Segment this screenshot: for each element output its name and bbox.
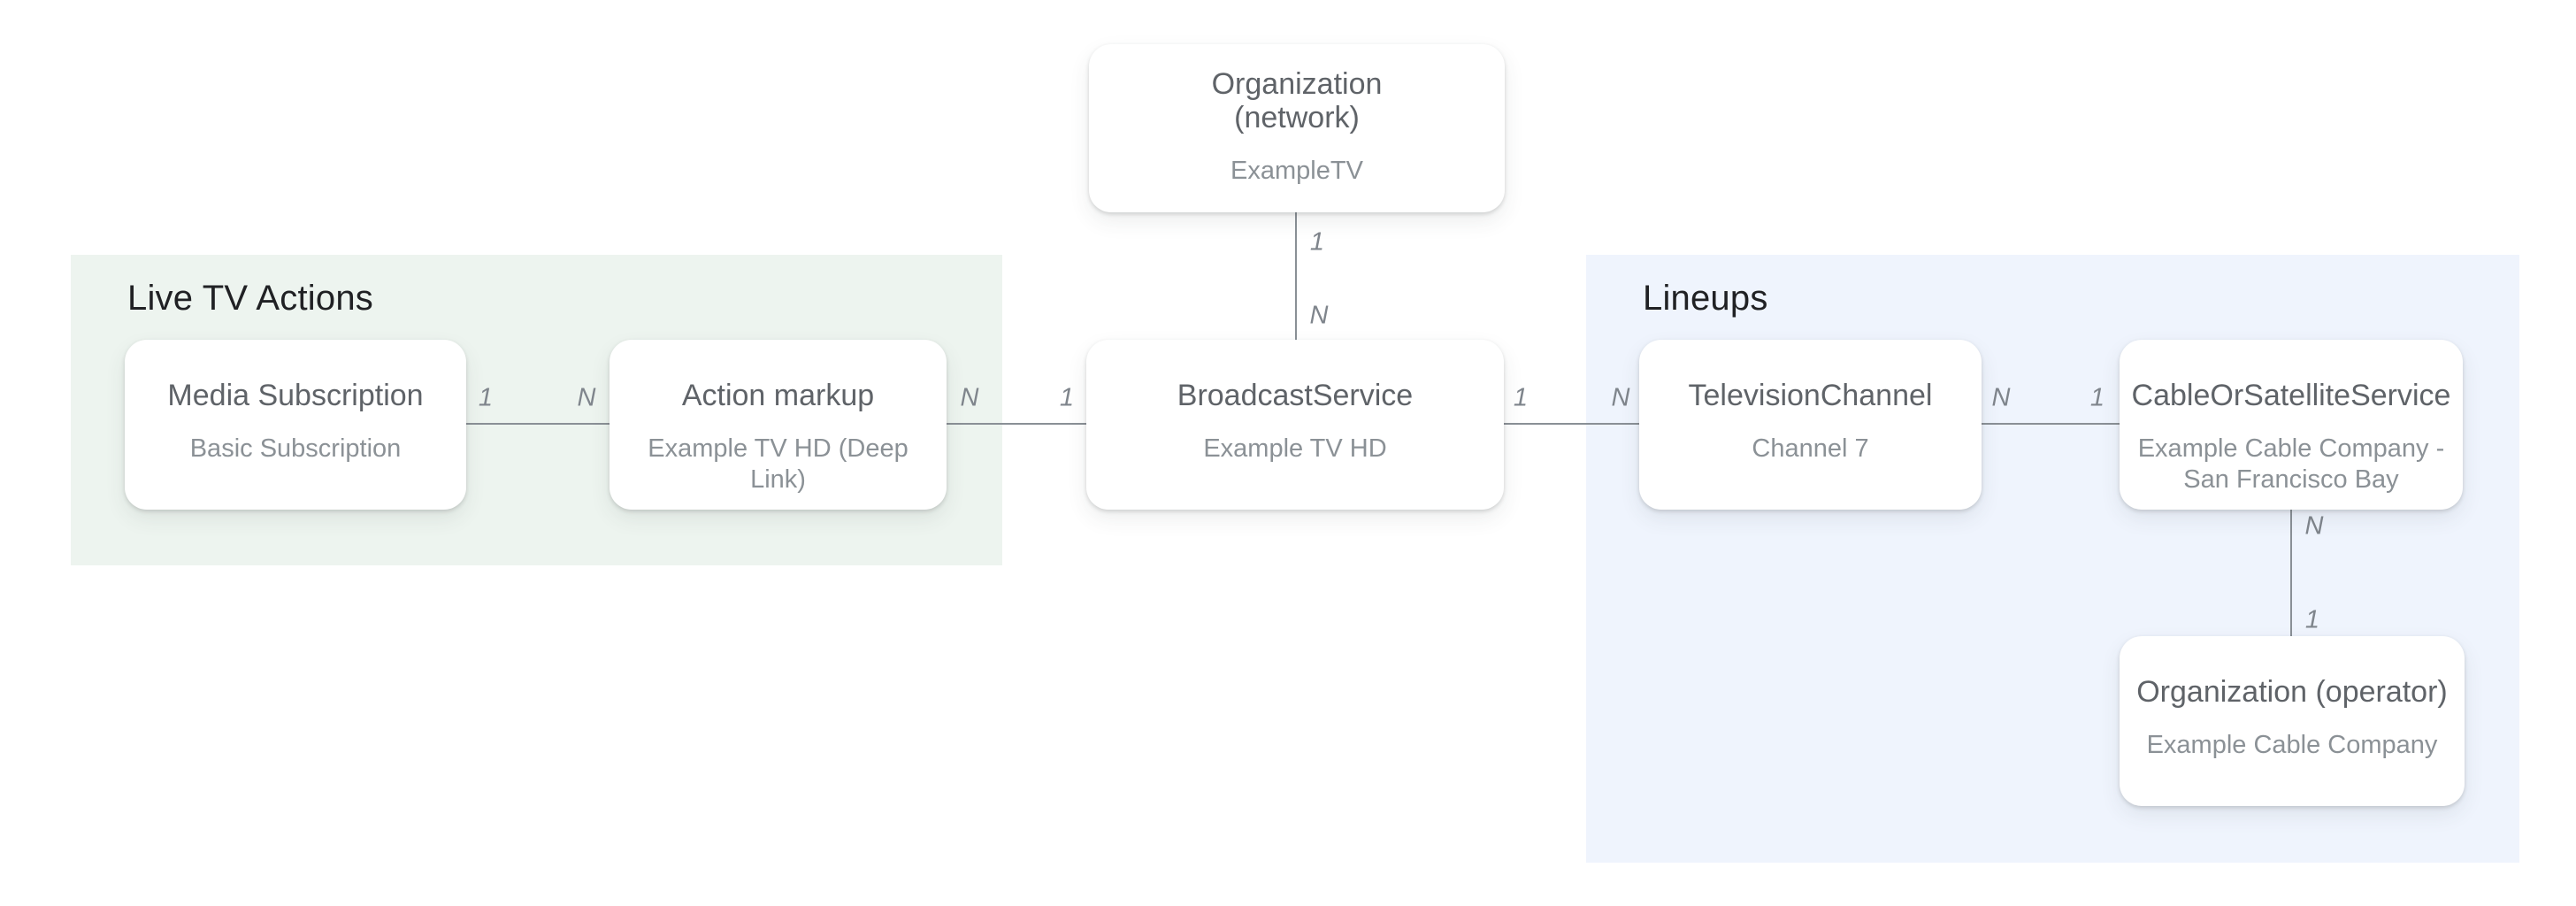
cardinality-label: 1: [478, 383, 494, 412]
connector-action-markup-to-broadcast-service: [947, 423, 1086, 425]
node-title: Action markup: [681, 379, 875, 412]
node-title: BroadcastService: [1177, 379, 1414, 412]
node-title: TelevisionChannel: [1688, 379, 1933, 412]
node-subtitle: Channel 7: [1752, 434, 1869, 463]
cardinality-label: 1: [2089, 383, 2105, 412]
node-subtitle: Example TV HD: [1203, 434, 1387, 463]
cardinality-label: 1: [1513, 383, 1529, 412]
node-title: Media Subscription: [167, 379, 424, 412]
cardinality-label: 1: [1309, 227, 1325, 257]
node-television-channel: TelevisionChannel Channel 7: [1639, 340, 1982, 510]
node-action-markup: Action markup Example TV HD (Deep Link): [610, 340, 947, 510]
connector-television-channel-to-cable-or-satellite-service: [1982, 423, 2120, 425]
cardinality-label: 1: [1059, 383, 1075, 412]
cardinality-label: N: [2304, 511, 2324, 541]
node-subtitle: Example Cable Company: [2146, 731, 2438, 759]
connector-media-subscription-to-action-markup: [466, 423, 610, 425]
node-subtitle: Example TV HD (Deep Link): [648, 434, 908, 494]
connector-broadcast-service-to-television-channel: [1504, 423, 1639, 425]
cardinality-label: N: [1611, 383, 1630, 412]
node-title: Organization (network): [1211, 67, 1383, 134]
connector-cable-or-satellite-service-to-org-operator: [2290, 510, 2292, 636]
node-subtitle: Basic Subscription: [189, 434, 402, 463]
cardinality-label: N: [577, 383, 596, 412]
node-organization-network: Organization (network) ExampleTV: [1089, 44, 1505, 212]
node-subtitle: Example Cable Company - San Francisco Ba…: [2137, 434, 2445, 494]
region-title-lineups: Lineups: [1643, 279, 1768, 318]
node-subtitle: ExampleTV: [1230, 157, 1363, 185]
node-media-subscription: Media Subscription Basic Subscription: [125, 340, 466, 510]
cardinality-label: N: [1309, 301, 1329, 330]
node-cable-or-satellite-service: CableOrSatelliteService Example Cable Co…: [2120, 340, 2463, 510]
connector-org-network-to-broadcast-service: [1295, 212, 1297, 340]
node-broadcast-service: BroadcastService Example TV HD: [1086, 340, 1504, 510]
region-title-live-tv-actions: Live TV Actions: [127, 279, 373, 318]
node-title: Organization (operator): [2136, 675, 2448, 709]
cardinality-label: N: [960, 383, 979, 412]
cardinality-label: 1: [2304, 605, 2320, 634]
cardinality-label: N: [1991, 383, 2011, 412]
node-title: CableOrSatelliteService: [2131, 379, 2451, 412]
node-organization-operator: Organization (operator) Example Cable Co…: [2120, 636, 2465, 806]
